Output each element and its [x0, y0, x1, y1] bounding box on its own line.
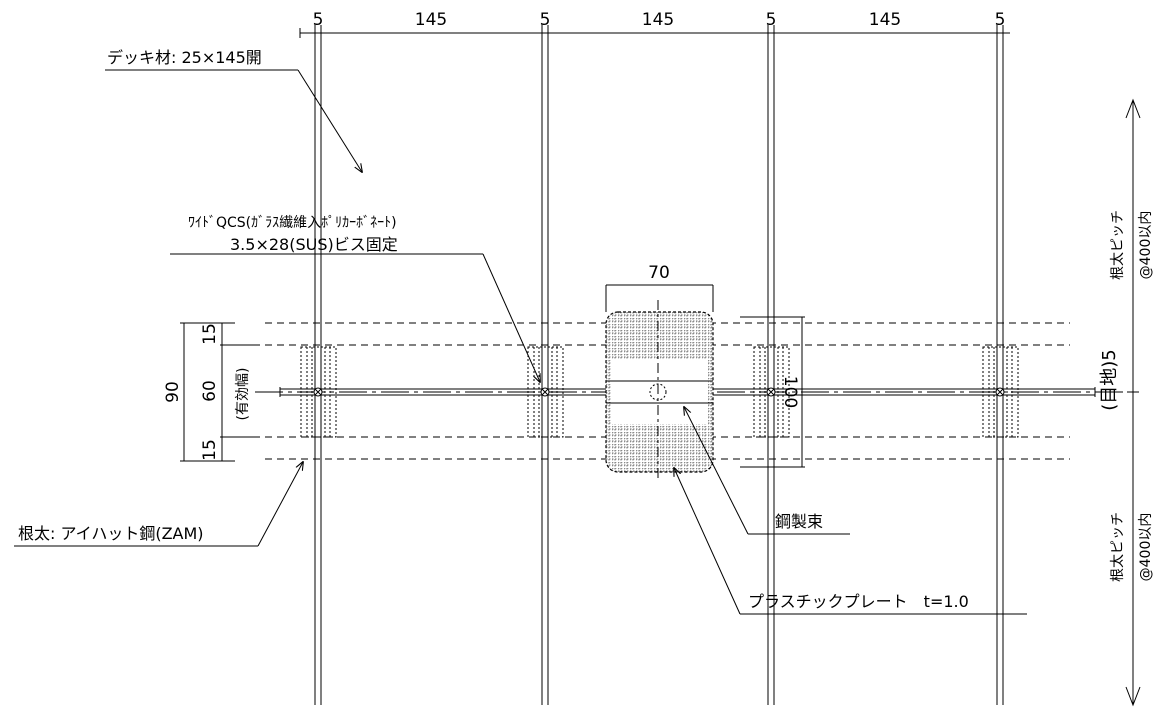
screw-head-1	[313, 387, 323, 397]
joist-leader	[257, 462, 303, 547]
pitch-lower-line2: @400以内	[1138, 513, 1154, 582]
left-dim-bottom: 15	[200, 439, 220, 461]
screw-label-line2: 3.5×28(SUS)ビス固定	[230, 235, 398, 254]
left-dimension-lines	[180, 322, 260, 462]
screw-head-2	[540, 387, 550, 397]
post-height-label: 100	[780, 376, 800, 408]
dim-gap-2: 5	[540, 10, 551, 30]
screw-head-3	[766, 387, 776, 397]
pitch-lower-line1: 根太ピッチ	[1110, 512, 1126, 582]
deck-material-leader	[297, 69, 362, 172]
right-pitch-arrows	[1125, 98, 1141, 707]
top-dimension-line	[299, 28, 1010, 38]
screw-label-line1: ﾜｲﾄﾞQCS(ｶﾞﾗｽ繊維入ﾎﾟﾘｶｰﾎﾞﾈｰﾄ)	[188, 215, 397, 231]
left-dim-total: 90	[163, 381, 183, 403]
dim-board-1: 145	[415, 10, 447, 30]
plastic-plate-label: プラスチックプレート t=1.0	[748, 592, 969, 611]
screw-leader	[482, 253, 540, 382]
post-width-dimension	[605, 284, 714, 312]
clip-2	[527, 346, 564, 438]
screw-clips	[300, 346, 1019, 438]
left-dim-middle: 60	[200, 380, 220, 402]
left-effective-width: (有効幅)	[235, 368, 251, 421]
dim-board-2: 145	[642, 10, 674, 30]
top-dimension-labels: 5 145 5 145 5 145 5	[313, 10, 1006, 30]
left-dim-top: 15	[200, 323, 220, 345]
clip-1	[300, 346, 337, 438]
post-height-dimension	[740, 316, 805, 468]
joist-label: 根太: アイハット鋼(ZAM)	[18, 524, 204, 543]
dim-board-3: 145	[869, 10, 901, 30]
joint-gap-label: (目地)5	[1099, 349, 1120, 411]
plastic-plate-leader	[674, 468, 741, 615]
steel-post-leader	[684, 407, 749, 535]
pitch-upper-line2: @400以内	[1138, 211, 1154, 280]
post-width-label: 70	[648, 263, 670, 283]
steel-post-label: 鋼製束	[775, 512, 823, 531]
clip-4	[982, 346, 1019, 438]
dim-gap-1: 5	[313, 10, 324, 30]
deck-board-seams	[314, 25, 1004, 705]
dim-gap-4: 5	[995, 10, 1006, 30]
steel-post-center	[649, 300, 667, 480]
screw-heads	[313, 387, 1005, 397]
deck-material-label: デッキ材: 25×145開	[107, 48, 262, 67]
clip-3	[753, 346, 790, 438]
plastic-plate	[605, 311, 714, 473]
dim-gap-3: 5	[766, 10, 777, 30]
screw-head-4	[995, 387, 1005, 397]
pitch-upper-line1: 根太ピッチ	[1110, 210, 1126, 280]
